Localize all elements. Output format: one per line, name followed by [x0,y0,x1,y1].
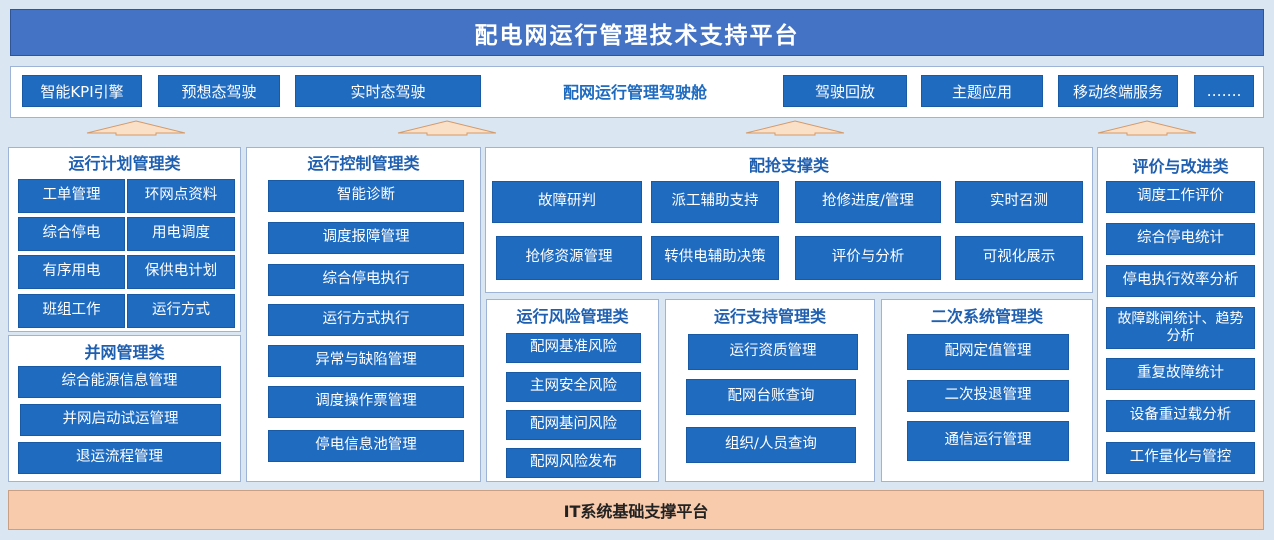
risk-title: 运行风险管理类 [516,307,629,326]
repair-item[interactable]: 派工辅助支持 [651,181,779,223]
control-item[interactable]: 综合停电执行 [268,264,464,296]
plan-item[interactable]: 综合停电 [18,217,125,251]
up-arrow-icon [86,120,186,136]
cockpit-button-forecast[interactable]: 预想态驾驶 [158,75,280,107]
support-item[interactable]: 配网台账查询 [686,379,856,415]
page-title: 配电网运行管理技术支持平台 [10,9,1264,56]
plan-item[interactable]: 班组工作 [18,294,125,328]
grid-title: 并网管理类 [84,343,165,362]
repair-item[interactable]: 可视化展示 [955,236,1083,280]
grid-item[interactable]: 退运流程管理 [18,442,221,474]
control-item[interactable]: 运行方式执行 [268,304,464,336]
support-title: 运行支持管理类 [713,307,826,326]
cockpit-button-more[interactable]: ……. [1194,75,1254,107]
risk-item[interactable]: 配网风险发布 [506,448,641,478]
risk-item[interactable]: 配网基问风险 [506,410,641,440]
secondary-item[interactable]: 二次投退管理 [907,380,1069,412]
plan-item[interactable]: 工单管理 [18,179,125,213]
eval-item[interactable]: 调度工作评价 [1106,181,1255,213]
plan-item[interactable]: 运行方式 [127,294,235,328]
secondary-title: 二次系统管理类 [930,307,1043,326]
control-title: 运行控制管理类 [307,154,420,173]
eval-item[interactable]: 工作量化与管控 [1106,442,1255,474]
cockpit-button-replay[interactable]: 驾驶回放 [783,75,907,107]
eval-item[interactable]: 故障跳闸统计、趋势分析 [1106,307,1255,349]
eval-item[interactable]: 综合停电统计 [1106,223,1255,255]
risk-item[interactable]: 主网安全风险 [506,372,641,402]
support-item[interactable]: 运行资质管理 [688,334,858,370]
repair-item[interactable]: 抢修资源管理 [496,236,642,280]
cockpit-label: 配网运行管理驾驶舱 [562,83,707,102]
support-item[interactable]: 组织/人员查询 [686,427,856,463]
control-item[interactable]: 调度报障管理 [268,222,464,254]
repair-item[interactable]: 评价与分析 [795,236,941,280]
repair-item[interactable]: 抢修进度/管理 [795,181,941,223]
eval-title: 评价与改进类 [1132,157,1229,176]
plan-item[interactable]: 保供电计划 [127,255,235,289]
control-item[interactable]: 停电信息池管理 [268,430,464,462]
cockpit-button-theme[interactable]: 主题应用 [921,75,1043,107]
repair-title: 配抢支撑类 [748,156,829,175]
repair-item[interactable]: 故障研判 [492,181,642,223]
control-item[interactable]: 调度操作票管理 [268,386,464,418]
repair-item[interactable]: 实时召测 [955,181,1083,223]
cockpit-button-realtime[interactable]: 实时态驾驶 [295,75,481,107]
secondary-item[interactable]: 配网定值管理 [907,334,1069,370]
repair-item[interactable]: 转供电辅助决策 [651,236,779,280]
eval-item[interactable]: 设备重过载分析 [1106,400,1255,432]
secondary-item[interactable]: 通信运行管理 [907,421,1069,461]
plan-title: 运行计划管理类 [68,154,181,173]
up-arrow-icon [1097,120,1197,136]
control-item[interactable]: 智能诊断 [268,180,464,212]
grid-item[interactable]: 并网启动试运管理 [20,404,221,436]
plan-item[interactable]: 有序用电 [18,255,125,289]
cockpit-button-mobile[interactable]: 移动终端服务 [1058,75,1178,107]
eval-item[interactable]: 停电执行效率分析 [1106,265,1255,297]
plan-item[interactable]: 用电调度 [127,217,235,251]
cockpit-button-kpi[interactable]: 智能KPI引擎 [22,75,142,107]
risk-item[interactable]: 配网基准风险 [506,333,641,363]
up-arrow-icon [397,120,497,136]
up-arrow-icon [745,120,845,136]
plan-item[interactable]: 环网点资料 [127,179,235,213]
control-item[interactable]: 异常与缺陷管理 [268,345,464,377]
base-platform-bar: IT系统基础支撑平台 [8,490,1264,530]
grid-item[interactable]: 综合能源信息管理 [18,366,221,398]
eval-item[interactable]: 重复故障统计 [1106,358,1255,390]
